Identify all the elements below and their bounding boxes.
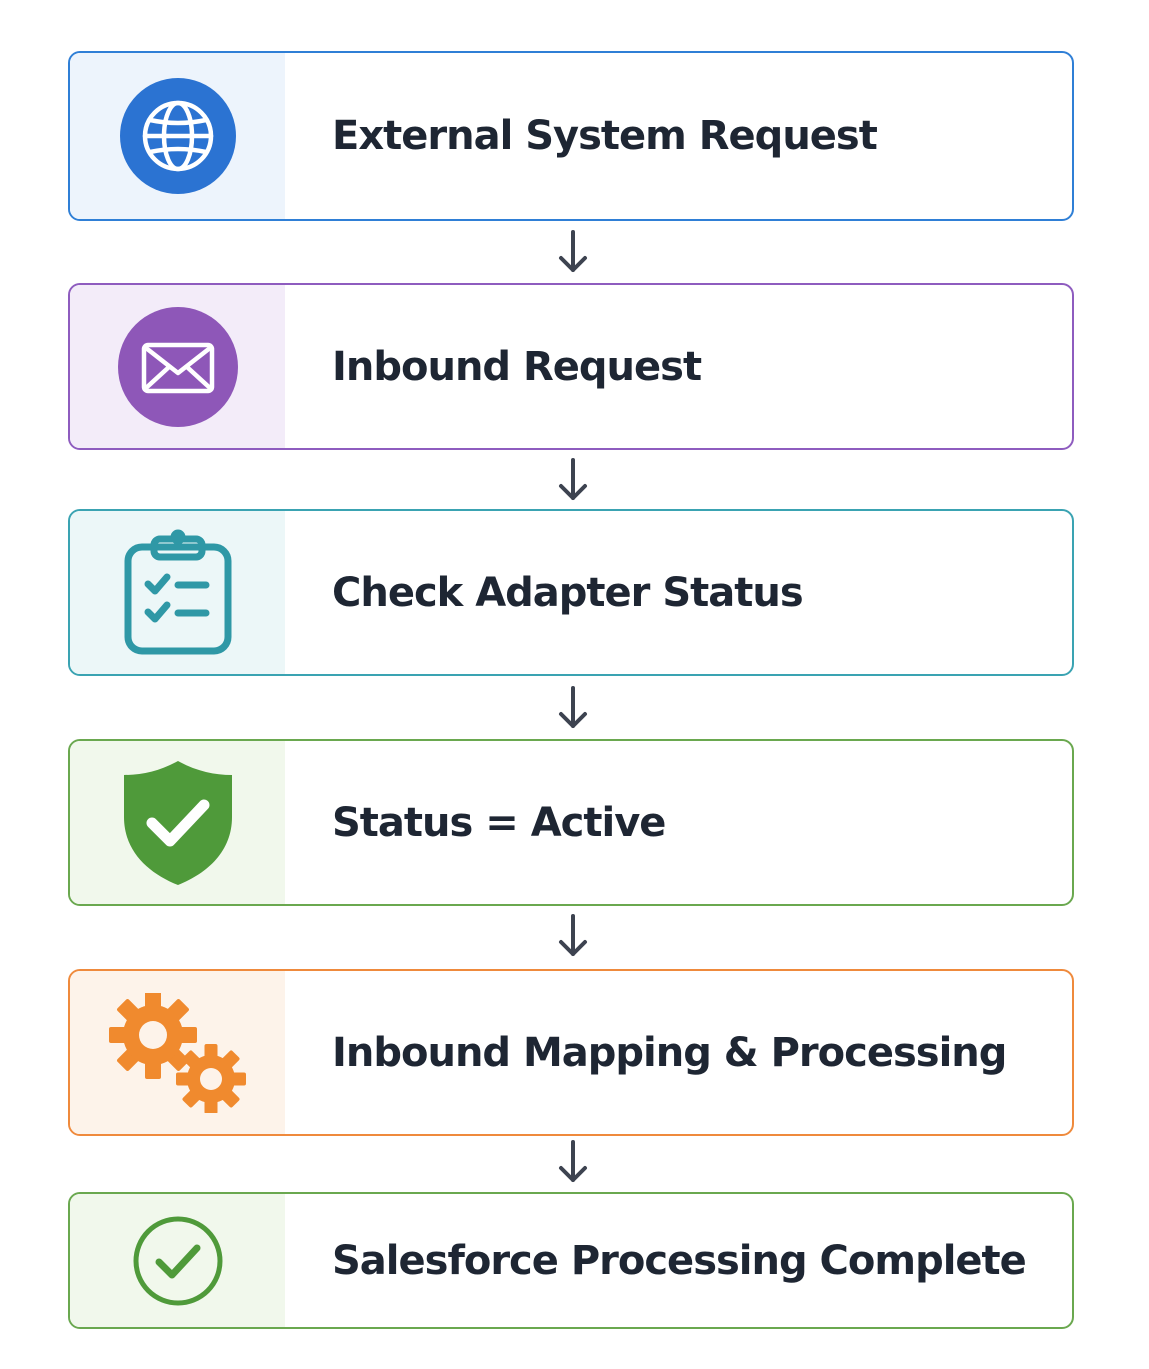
arrow-down-icon	[559, 686, 587, 728]
gears-icon	[103, 992, 253, 1113]
step-label: Status = Active	[332, 799, 666, 846]
arrow-down-icon	[559, 230, 587, 272]
step-status-active: Status = Active	[68, 739, 1074, 906]
check-circle-icon	[132, 1215, 224, 1307]
arrow-down-icon	[559, 914, 587, 956]
step-icon-panel	[70, 971, 285, 1134]
step-icon-panel	[70, 1194, 285, 1327]
step-check-adapter-status: Check Adapter Status	[68, 509, 1074, 676]
shield-check-icon	[122, 759, 234, 887]
step-icon-panel	[70, 285, 285, 448]
step-label: Inbound Mapping & Processing	[332, 1029, 1007, 1076]
arrow-down-icon	[559, 1140, 587, 1182]
globe-icon	[119, 77, 237, 195]
clipboard-checklist-icon	[122, 529, 234, 657]
envelope-icon	[117, 306, 238, 427]
step-icon-panel	[70, 53, 285, 219]
step-label: External System Request	[332, 113, 878, 159]
step-icon-panel	[70, 741, 285, 904]
step-label: Check Adapter Status	[332, 569, 804, 616]
step-icon-panel	[70, 511, 285, 674]
step-label: Salesforce Processing Complete	[332, 1237, 1027, 1284]
step-label: Inbound Request	[332, 343, 702, 390]
step-salesforce-processing-complete: Salesforce Processing Complete	[68, 1192, 1074, 1329]
step-inbound-mapping-processing: Inbound Mapping & Processing	[68, 969, 1074, 1136]
step-inbound-request: Inbound Request	[68, 283, 1074, 450]
arrow-down-icon	[559, 458, 587, 500]
step-external-system-request: External System Request	[68, 51, 1074, 221]
